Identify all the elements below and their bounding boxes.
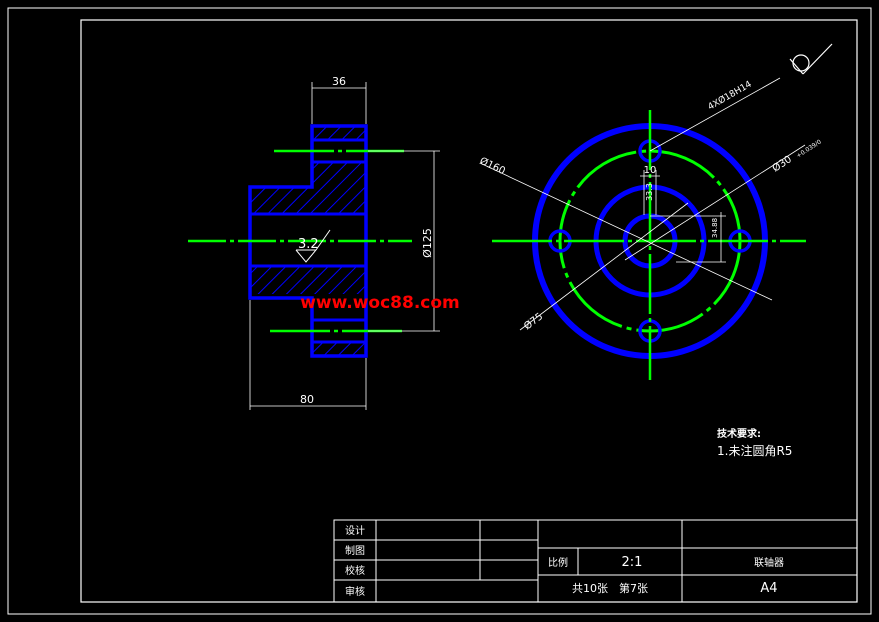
hatch-lower-hub (250, 266, 366, 294)
tb-label-design: 设计 (345, 524, 365, 537)
outer-border (7, 7, 872, 615)
dim-text-30-tol: +0.039/0 (795, 138, 822, 159)
dim-line-160 (479, 162, 773, 301)
dim-text-holes: 4XØ18H14 (706, 79, 754, 113)
dim-text-80: 80 (300, 393, 314, 406)
hatch-bottom-flange (312, 342, 366, 356)
dim-text-keyway-width: 10 (644, 165, 657, 176)
title-block (333, 519, 858, 603)
tb-scale-label: 比例 (548, 556, 568, 569)
tb-scale-value: 2:1 (622, 555, 643, 570)
tb-paper-size: A4 (760, 581, 777, 596)
roughness-mark-3-2: 3.2 (295, 229, 331, 263)
dim-line-30 (624, 144, 806, 261)
dim-text-keyway-depth: 33.3 (645, 183, 654, 201)
watermark-text: www.woc88.com (300, 293, 460, 313)
leader-holes (649, 77, 781, 152)
roughness-text: 3.2 (298, 237, 319, 252)
general-roughness-symbol (789, 43, 833, 75)
dim-text-125: Ø125 (421, 228, 434, 258)
dim-text-offset: 34.88 (711, 218, 719, 238)
dim-text-30: Ø30 (770, 153, 794, 174)
notes-title: 技术要求: (717, 427, 761, 440)
tb-part-name: 联轴器 (754, 556, 784, 569)
dim-text-36: 36 (332, 75, 346, 88)
side-section-view: 36 80 Ø125 3.2 (188, 75, 440, 410)
tb-label-check: 校核 (345, 564, 365, 577)
dim-text-160: Ø160 (478, 155, 508, 177)
section-outline (248, 124, 368, 358)
dim-line-75 (519, 202, 689, 331)
tb-label-draw: 制图 (345, 544, 365, 557)
front-view: 10 33.3 34.88 4XØ18H14 Ø160 Ø30 +0.039/0… (478, 77, 823, 380)
tb-label-review: 审核 (345, 585, 365, 598)
notes-item-1: 1.未注圆角R5 (717, 443, 792, 458)
hatch-top-flange (312, 126, 366, 140)
tb-sheet-info: 共10张 第7张 (572, 581, 648, 595)
